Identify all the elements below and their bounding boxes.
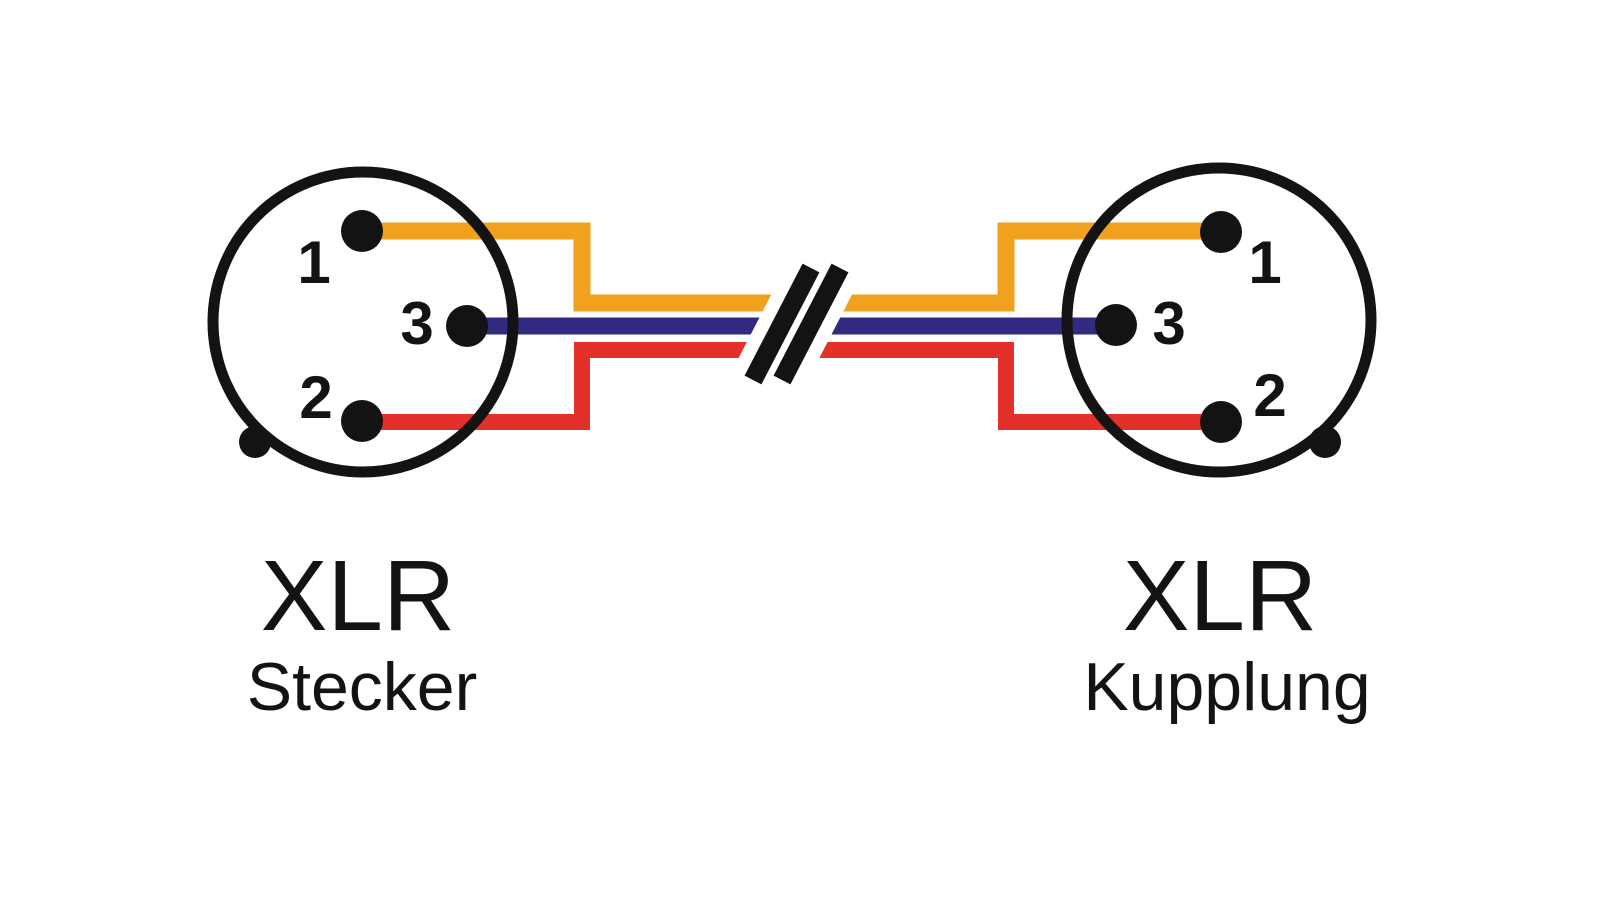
left-pin2-label: 2 [299, 364, 332, 431]
left-pin2-dot [341, 400, 383, 442]
cable-break-icon [726, 245, 867, 403]
left-pin1-dot [341, 210, 383, 252]
cable-break-bar [773, 263, 849, 385]
right-connector-notch [1309, 426, 1341, 458]
right-pin1-label: 1 [1248, 229, 1281, 296]
right-pin1-dot [1200, 211, 1242, 253]
cable-break-bar [744, 263, 820, 385]
right-connector-subtitle: Kupplung [1083, 649, 1370, 725]
left-connector-title: XLR [261, 540, 456, 652]
left-pin1-label: 1 [297, 229, 330, 296]
right-pin2-label: 2 [1253, 362, 1286, 429]
right-connector-body [1061, 162, 1377, 478]
right-connector-title: XLR [1123, 540, 1318, 652]
left-pin3-label: 3 [400, 290, 433, 357]
left-pin3-dot [446, 305, 488, 347]
left-connector-body [207, 166, 519, 478]
left-connector-subtitle: Stecker [247, 649, 478, 725]
left-connector-notch [239, 426, 271, 458]
right-pin3-dot [1095, 304, 1137, 346]
right-pin2-dot [1200, 401, 1242, 443]
right-pin3-label: 3 [1152, 290, 1185, 357]
